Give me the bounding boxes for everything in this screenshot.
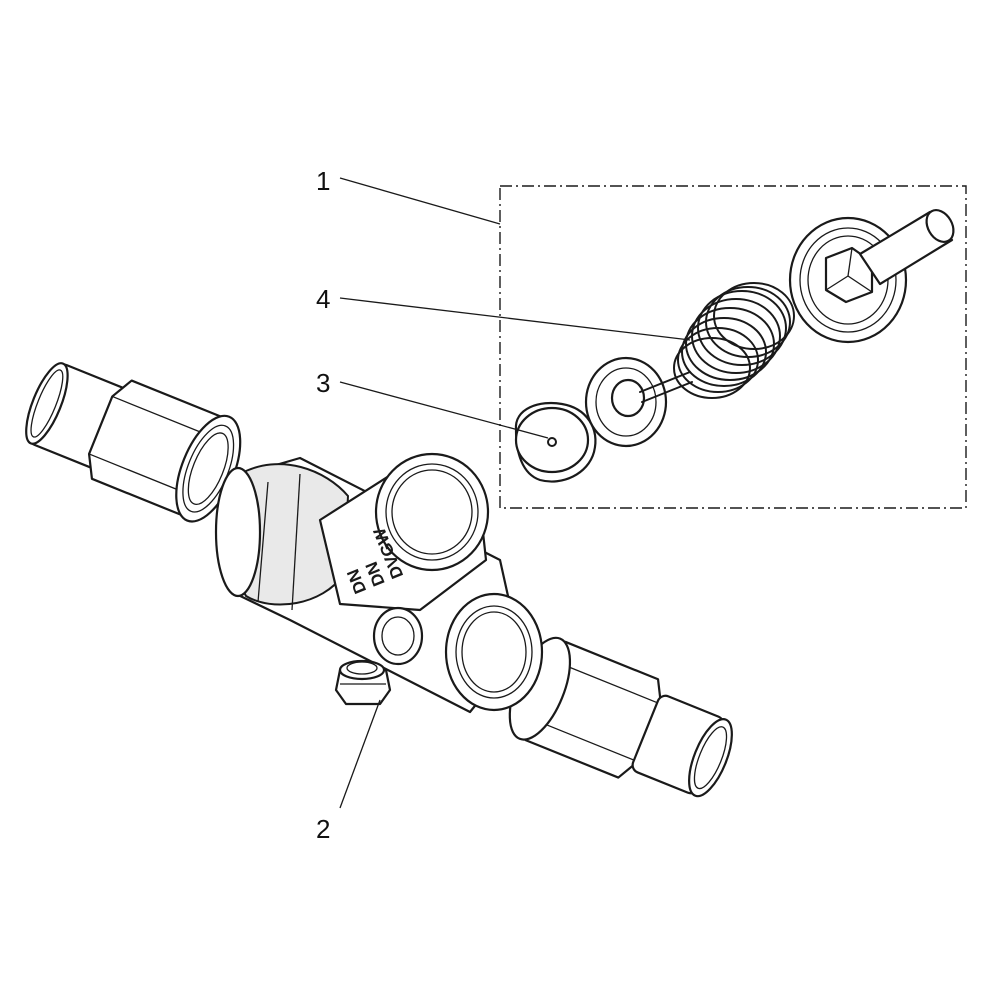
callout-2: 2 <box>316 814 330 844</box>
valve-body: DN DN DVGW <box>214 452 544 714</box>
leader-line-1 <box>339 177 501 225</box>
callout-1: 1 <box>316 166 330 196</box>
right-union-fitting <box>508 636 733 798</box>
leader-line-4 <box>339 297 691 341</box>
stem-with-seal <box>584 356 693 448</box>
callout-4: 4 <box>316 284 330 314</box>
kit-boundary-box <box>499 185 967 509</box>
leader-line-3 <box>339 381 549 439</box>
leader-line-2 <box>339 699 381 809</box>
drain-plug <box>334 659 392 706</box>
callout-3: 3 <box>316 368 330 398</box>
compression-spring <box>673 282 795 399</box>
valve-disc <box>514 402 597 483</box>
bonnet-headpiece <box>788 209 955 344</box>
left-union-fitting <box>25 362 242 523</box>
